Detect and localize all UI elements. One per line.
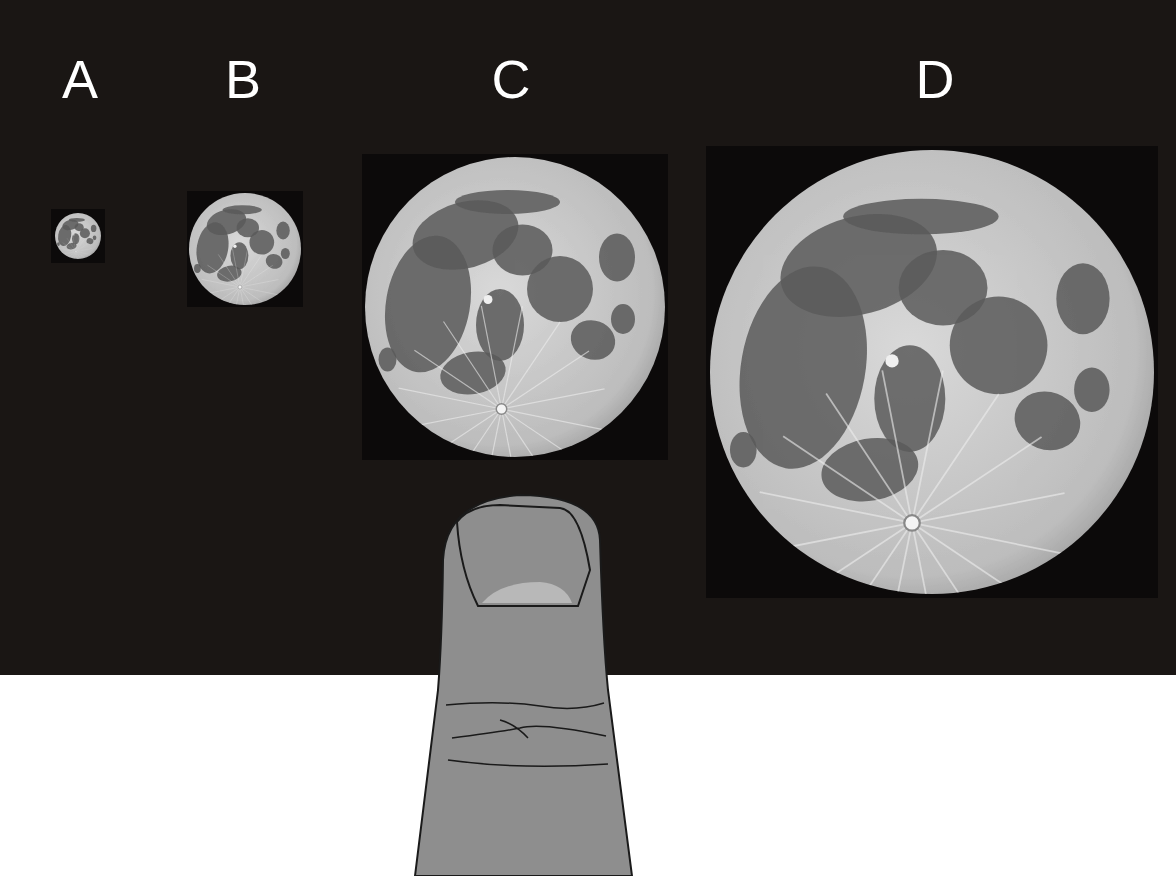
crater-ray xyxy=(912,493,1065,523)
crater-ray xyxy=(76,252,89,261)
crater-ray xyxy=(783,436,912,523)
crater-ray xyxy=(201,287,239,295)
moon-disc xyxy=(189,193,301,326)
mare xyxy=(730,432,757,468)
moon-surface xyxy=(55,213,101,259)
crater-ray xyxy=(240,280,278,288)
crater-ray xyxy=(414,350,501,409)
moon-disc xyxy=(55,213,101,267)
mare xyxy=(611,304,635,334)
moon-disc xyxy=(710,150,1154,675)
thumbnail xyxy=(457,505,590,606)
crater-ray xyxy=(207,265,240,287)
moon-features xyxy=(375,189,635,512)
crater-ray xyxy=(76,238,85,251)
mare xyxy=(57,242,60,246)
mare xyxy=(843,199,998,235)
mare xyxy=(69,218,85,222)
photo-backdrop xyxy=(187,191,303,307)
moon-features xyxy=(193,205,290,326)
thumb-outline xyxy=(415,495,632,876)
crater xyxy=(484,295,493,304)
knuckle-line xyxy=(448,760,608,766)
mare xyxy=(527,256,593,322)
crater-ray xyxy=(912,523,1041,610)
mare xyxy=(80,228,90,238)
crater xyxy=(904,515,920,531)
crater-ray xyxy=(67,252,76,265)
mare xyxy=(455,190,560,214)
photo-backdrop xyxy=(706,146,1158,598)
moon-letter: A xyxy=(62,52,98,106)
moon xyxy=(362,154,668,512)
thumb xyxy=(415,495,632,876)
mare xyxy=(281,248,290,259)
photo-backdrop xyxy=(362,154,668,460)
mare xyxy=(230,242,248,269)
mare xyxy=(1074,368,1110,412)
mare xyxy=(249,230,274,255)
knuckle-line xyxy=(452,726,606,738)
crater-ray xyxy=(76,249,92,252)
moon xyxy=(187,191,303,326)
moon xyxy=(51,209,105,267)
crater-ray xyxy=(502,322,561,409)
mare xyxy=(223,205,262,214)
crater-ray xyxy=(240,287,248,325)
mare xyxy=(276,222,289,240)
mare xyxy=(950,297,1048,395)
mare xyxy=(379,348,397,372)
crater-ray xyxy=(912,523,942,676)
mare xyxy=(91,225,97,232)
crater-ray xyxy=(240,287,273,309)
crater-ray xyxy=(60,252,76,255)
moon-features xyxy=(56,218,96,268)
moon-features xyxy=(724,198,1109,676)
crater-ray xyxy=(443,409,502,496)
crater xyxy=(885,354,898,367)
crater-ray xyxy=(76,252,79,268)
moon-surface xyxy=(710,150,1154,594)
crater-ray xyxy=(825,523,912,652)
nail-lunula xyxy=(482,582,572,603)
crater-ray xyxy=(759,523,912,553)
crater xyxy=(238,285,242,289)
crater xyxy=(496,404,507,415)
night-sky xyxy=(0,0,1176,675)
crater-ray xyxy=(882,370,912,523)
crater-ray xyxy=(232,249,240,287)
mare xyxy=(1056,263,1109,334)
crater-ray xyxy=(63,243,76,252)
crater-ray xyxy=(502,409,589,468)
crater xyxy=(233,245,236,248)
moon-surface xyxy=(365,157,665,457)
crater-ray xyxy=(398,409,501,429)
crater-ray xyxy=(240,255,262,288)
mare xyxy=(93,236,97,241)
moon-letter: D xyxy=(916,52,955,106)
mare xyxy=(476,289,524,361)
knuckle-line xyxy=(500,720,528,738)
crater xyxy=(73,234,74,235)
moon-surface xyxy=(189,193,301,305)
moon xyxy=(706,146,1158,675)
mare xyxy=(194,264,201,273)
crater xyxy=(75,251,77,253)
mare xyxy=(72,233,79,244)
crater-ray xyxy=(481,306,501,409)
mare xyxy=(599,234,635,282)
crater-ray xyxy=(912,394,999,523)
moon-group xyxy=(51,146,1158,675)
moon-letter: C xyxy=(492,52,531,106)
knuckle-line xyxy=(446,703,604,709)
mare xyxy=(874,345,945,452)
crater-ray xyxy=(218,287,240,320)
crater-ray xyxy=(502,389,605,409)
moon-letter: B xyxy=(225,52,261,106)
moon-disc xyxy=(365,157,665,512)
crater-ray xyxy=(73,236,76,252)
